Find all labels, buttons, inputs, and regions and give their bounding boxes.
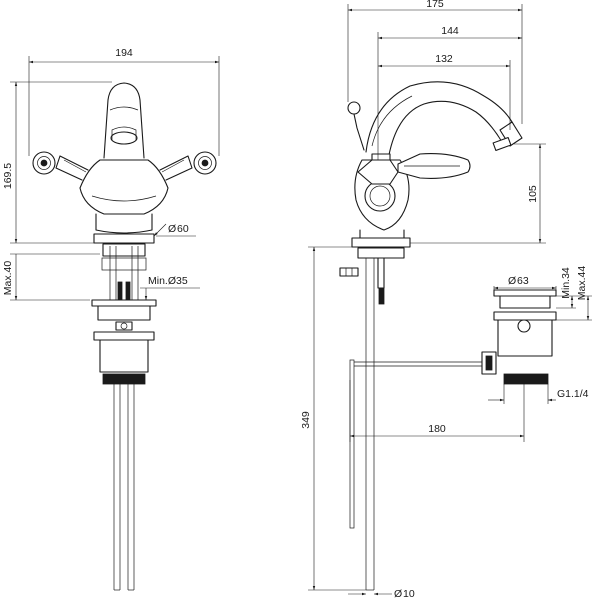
front-hole-label: Min.Ø35 <box>148 275 188 287</box>
side-waste <box>481 289 557 385</box>
front-right-handle <box>159 151 217 181</box>
side-view: 175 144 132 105 349 180 Ø 10 <box>300 0 592 600</box>
front-spout <box>103 82 145 159</box>
side-rod-reach-label: 180 <box>428 423 446 435</box>
side-lever <box>347 101 365 151</box>
side-handle <box>357 153 471 185</box>
side-shank <box>339 247 484 591</box>
side-length-label: 349 <box>300 411 312 429</box>
side-body <box>351 159 411 248</box>
front-height-label: 169.5 <box>2 163 14 189</box>
side-rod-diameter-symbol: Ø <box>394 588 402 600</box>
front-shanks <box>101 243 147 303</box>
front-dimensions: 194 169.5 Max.40 Ø 60 Min.Ø35 <box>2 47 220 301</box>
front-collar-label: 60 <box>177 223 189 235</box>
side-spout-label: 132 <box>435 53 453 65</box>
side-rod-diameter-label: 10 <box>403 588 415 600</box>
waste-min-label: Min.34 <box>560 267 572 299</box>
front-waste <box>91 299 157 385</box>
front-rods <box>113 384 135 591</box>
side-overall-label: 175 <box>426 0 444 10</box>
side-spout <box>365 81 523 161</box>
waste-diameter-label: 63 <box>517 275 529 287</box>
front-view: 194 169.5 Max.40 Ø 60 Min.Ø35 <box>2 47 220 591</box>
side-reach-label: 144 <box>441 25 459 37</box>
waste-thread-label: G1.1/4 <box>557 388 589 400</box>
waste-max-label: Max.44 <box>576 266 588 301</box>
side-spout-height-label: 105 <box>527 185 539 203</box>
front-width-label: 194 <box>115 47 133 59</box>
waste-diameter-symbol: Ø <box>508 275 516 287</box>
front-left-handle <box>32 151 89 181</box>
side-dimensions: 175 144 132 105 349 180 Ø 10 <box>300 0 592 600</box>
front-max-deck-label: Max.40 <box>2 261 14 296</box>
front-body <box>79 159 169 244</box>
front-collar-diameter-symbol: Ø <box>168 223 176 235</box>
